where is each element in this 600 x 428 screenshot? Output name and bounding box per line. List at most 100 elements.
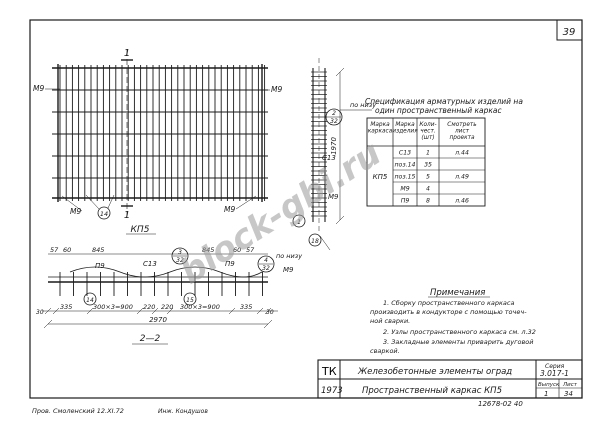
dim-tick (86, 307, 94, 315)
dim-tick (44, 307, 52, 315)
bottom-dim-3: 220 (143, 303, 155, 311)
dim-tick (52, 307, 60, 315)
bottom-dim-5: 300×3=900 (180, 303, 220, 311)
plan-caption: КП5 (131, 225, 150, 235)
section-caption: 2—2 (140, 334, 161, 344)
spec-item-cell: П9 (401, 198, 410, 205)
node-4-den: 32 (262, 265, 270, 272)
note-3-line2: сваркой. (370, 347, 400, 355)
spec-qty-cell: 5 (426, 174, 430, 181)
bottom-dim-0: 30 (36, 309, 44, 316)
spec-qty-cell: 35 (424, 162, 432, 169)
dim-tick (228, 307, 236, 315)
issue-label: Выпуск (538, 382, 560, 388)
year: 1973 (321, 386, 343, 396)
sheet-number-box: 39 (556, 19, 583, 41)
node-14-callout (97, 206, 111, 220)
note-1-line2: производить в кондукторе с помощью точеч… (370, 308, 527, 316)
drawing-title-2: Пространственный каркас КП5 (362, 386, 502, 396)
spec-qty-cell: 4 (426, 186, 430, 193)
node-18-callout (308, 233, 322, 247)
series-value: 3.017-1 (540, 369, 569, 378)
side-level-label: по низу (350, 101, 376, 109)
side-c13-label: С13 (322, 154, 336, 162)
sec-p9-label-b: П9 (225, 260, 235, 268)
sec-node-14-label: 14 (86, 297, 94, 304)
sec-node-15 (183, 292, 197, 306)
spec-item-cell: поз.15 (395, 174, 416, 181)
plan-view: 1 1 М9 М9 М9 М9 14 КП5 (33, 48, 282, 235)
sheet-value: 34 (564, 390, 573, 398)
node-4-callout (257, 255, 275, 273)
dim-tick (166, 307, 174, 315)
footer: Пров. Смоленский 12.XI.72 Инж. Кондушов … (32, 400, 523, 415)
note-1-line3: ной сварки. (370, 317, 410, 325)
sheet-label: Лист (562, 382, 578, 388)
note-3-line1: 3. Закладные элементы приварить дуговой (383, 338, 534, 346)
node-2-num: 2 (332, 110, 336, 117)
spec-item-cell: М9 (400, 186, 409, 193)
notes-title: Примечания (430, 288, 485, 298)
spec-title-line2: один пространственный каркас (375, 106, 502, 115)
top-dim-5: 57 (246, 246, 255, 254)
drawing-code: 12678-02 40 (478, 400, 523, 408)
node-2-callout (325, 108, 343, 126)
spec-title-line1: Спецификация арматурных изделий на (365, 97, 523, 106)
sec-c13-label: С13 (143, 260, 157, 268)
node-3-callout (171, 247, 189, 265)
dim-tick (264, 307, 272, 315)
section-mark-top: 1 (124, 48, 130, 59)
section-2-2: 14 15 57 60 845 845 60 57 П9 С13 П9 М9 3… (36, 246, 302, 345)
side-m9-label: М9 (328, 193, 339, 201)
spec-sheet-cell: л.46 (454, 198, 469, 205)
spec-sheet-cell: л.44 (454, 150, 469, 157)
node-3-num: 3 (178, 249, 182, 256)
sec-node-14 (83, 292, 97, 306)
top-dim-1: 60 (63, 246, 71, 254)
org-code: ТК (321, 365, 337, 378)
node-14-label: 14 (100, 210, 108, 218)
bottom-dim-2: 300×3=900 (93, 303, 133, 311)
sec-m9-label: М9 (283, 266, 294, 274)
side-dim: 1970 (330, 137, 338, 155)
node-2-den: 32 (330, 118, 338, 125)
spec-frame-mark: КП5 (373, 173, 388, 181)
spec-qty-cell: 1 (426, 150, 430, 157)
checked-by: Пров. Смоленский 12.XI.72 (32, 407, 124, 415)
bottom-dim-4: 220 (161, 303, 173, 311)
m9-label-bottom-left: М9 (70, 207, 81, 216)
specification: Спецификация арматурных изделий на один … (365, 97, 523, 207)
spec-item-cell: С13 (399, 150, 411, 157)
m9-label-top-left: М9 (33, 84, 44, 93)
top-dim-0: 57 (50, 246, 59, 254)
top-dim-2: 845 (92, 246, 104, 254)
top-dim-4: 60 (233, 246, 241, 254)
spec-item-cell: поз.14 (395, 162, 416, 169)
title-block: ТК 1973 Железобетонные элементы оград Пр… (317, 359, 583, 399)
bottom-dim-7: 30 (266, 309, 274, 316)
author: Инж. Кондушов (158, 408, 208, 415)
m9-label-top-right: М9 (271, 85, 282, 94)
note-1-line1: 1. Сборку пространственного каркаса (383, 299, 514, 307)
sec-p9-label-a: П9 (95, 262, 105, 270)
notes: Примечания 1. Сборку пространственного к… (370, 288, 536, 355)
sec-node-15-label: 15 (186, 297, 194, 304)
note-2: 2. Узлы пространственного каркаса см. л.… (383, 328, 536, 336)
c13-profile (69, 266, 263, 278)
drawing-title-1: Железобетонные элементы оград (357, 367, 512, 377)
reinforcement-grid (52, 64, 268, 202)
section-mark-bottom: 1 (124, 210, 130, 221)
bottom-dim-6: 335 (240, 303, 252, 311)
issue-value: 1 (544, 390, 548, 398)
node-1-label: 1 (297, 219, 301, 226)
dim-tick (256, 307, 264, 315)
watermark: block-gbi.ru (173, 133, 388, 292)
spec-header-cell: Коли-чест.(шт) (419, 122, 436, 141)
spec-qty-cell: 8 (426, 198, 430, 205)
series-label: Серия (545, 363, 565, 370)
side-view: 1970 по низу 2 32 С13 М9 1 18 (292, 58, 376, 251)
spec-sheet-cell: л.49 (454, 174, 469, 181)
